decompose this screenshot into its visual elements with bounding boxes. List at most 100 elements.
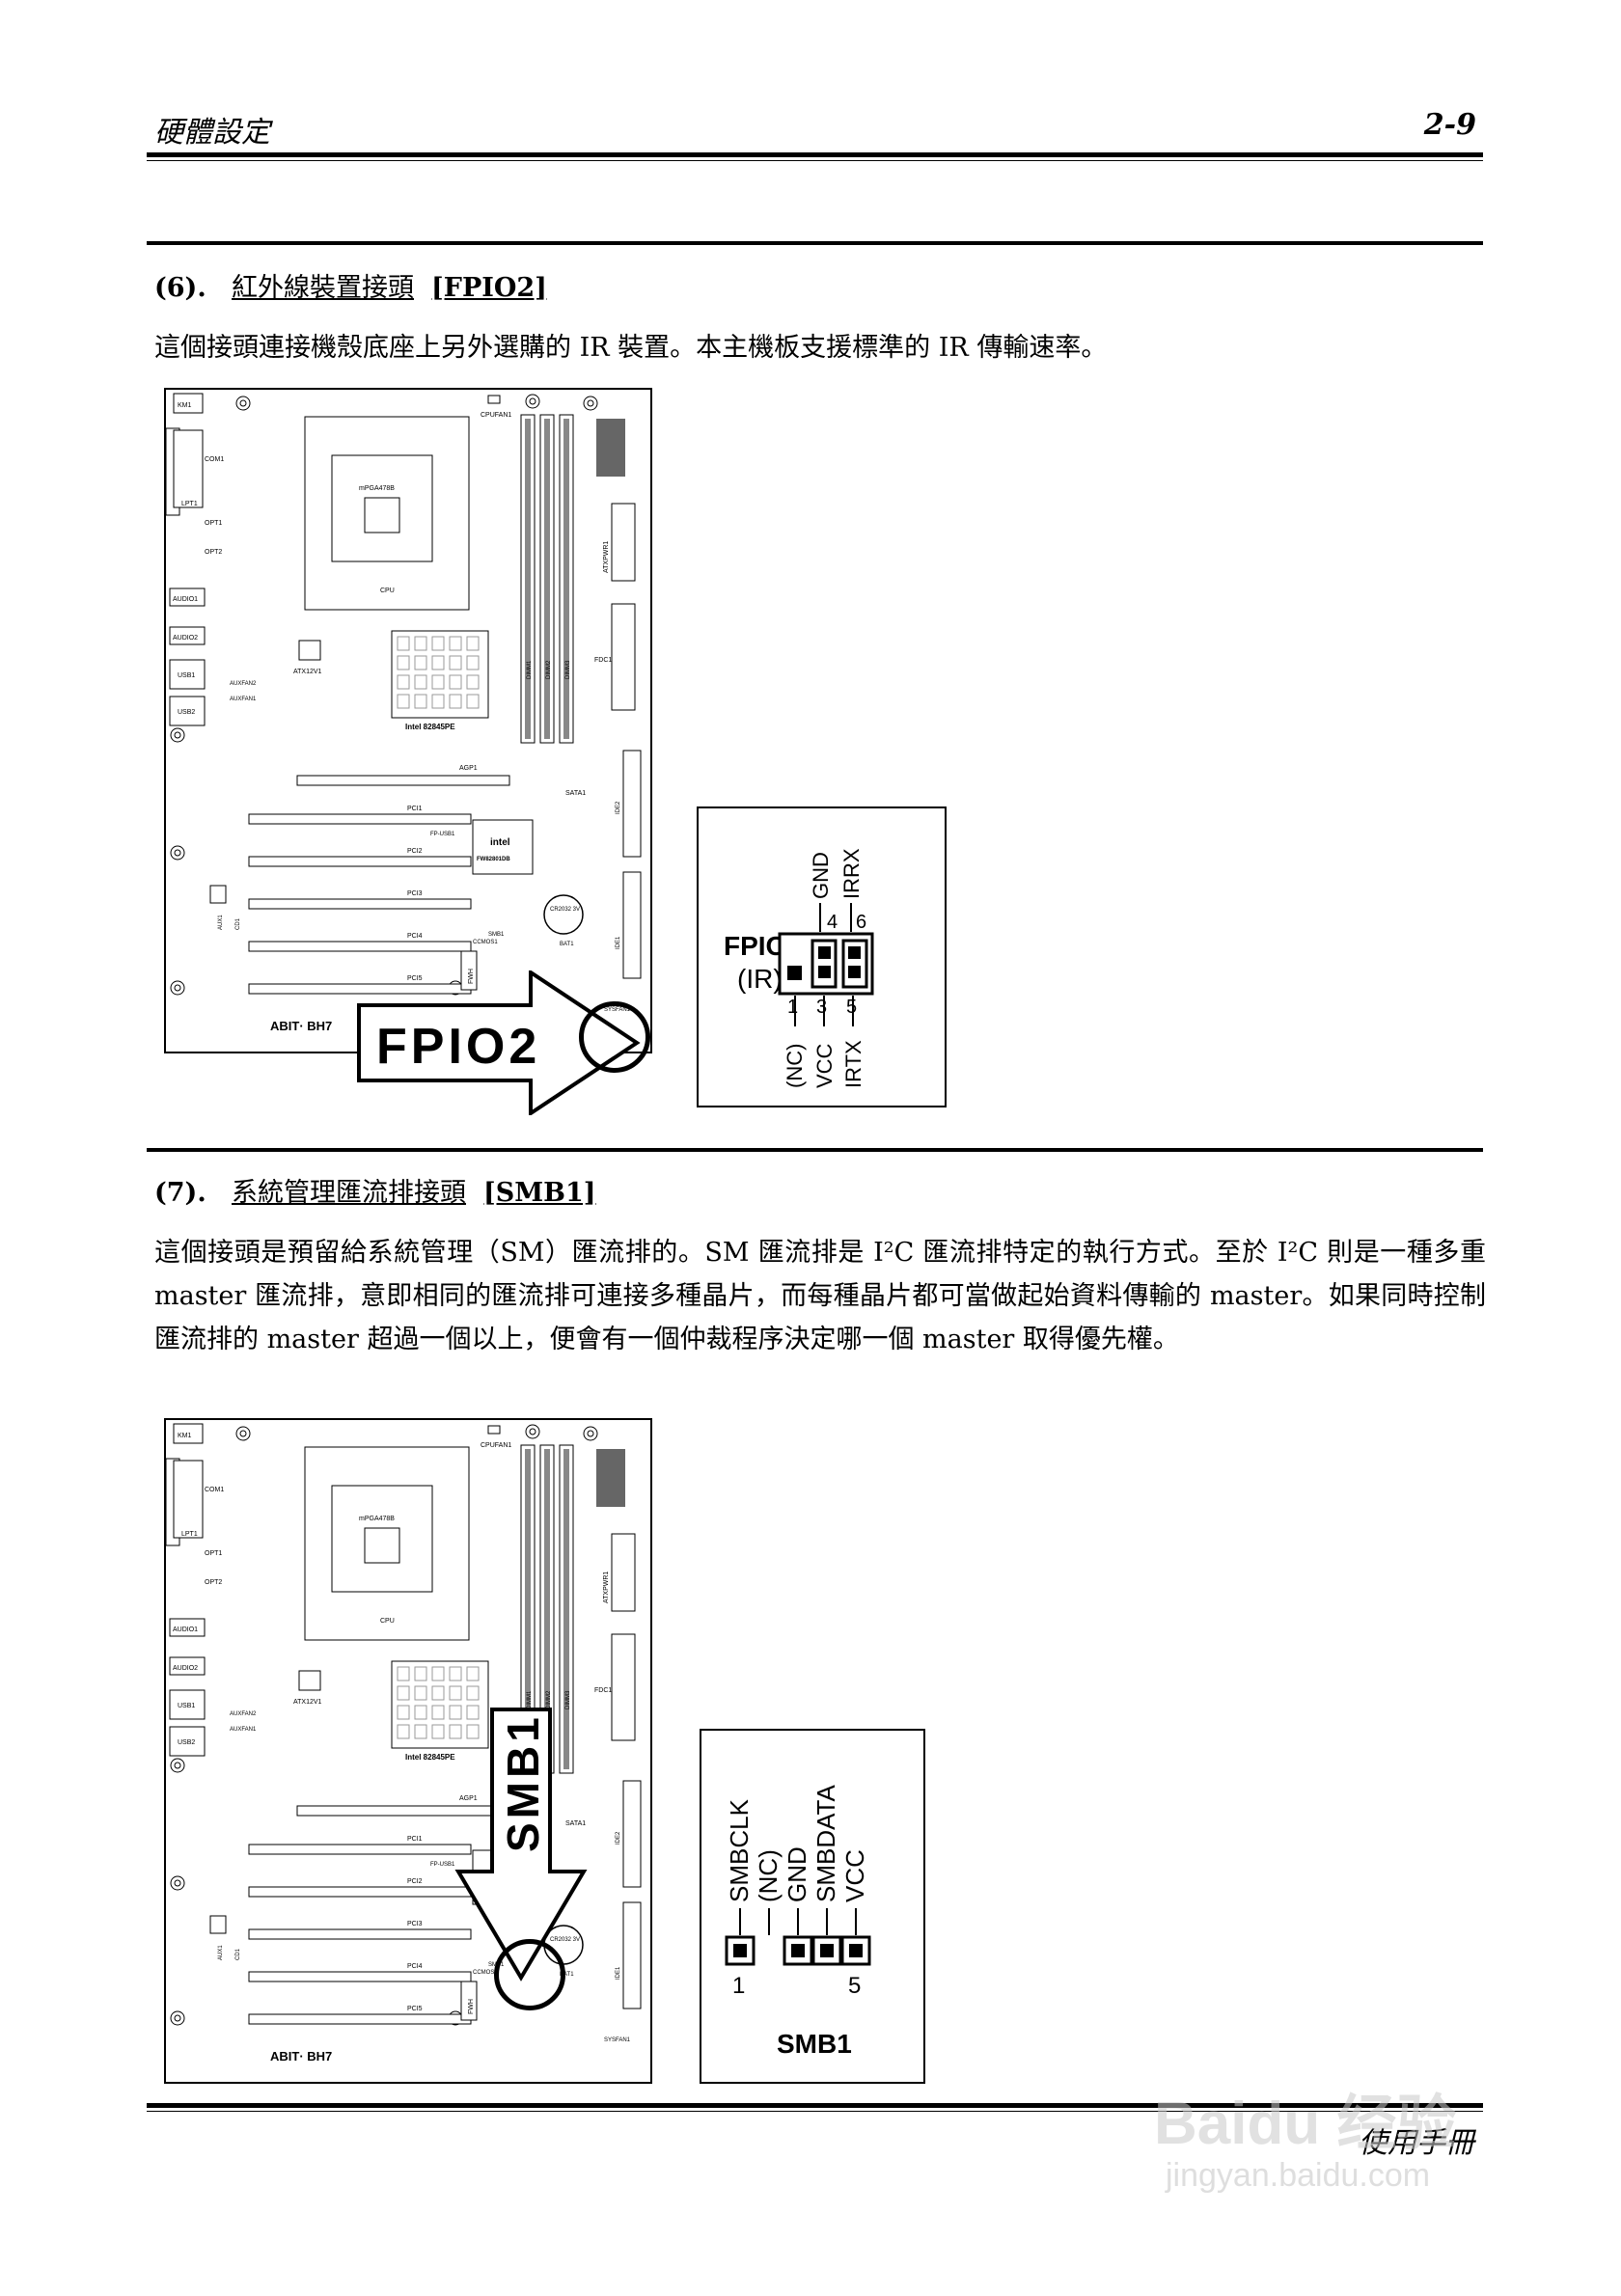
board-label: OPT1: [205, 520, 222, 527]
arrow-label: FPIO2: [376, 1019, 540, 1075]
board-label: AUXFAN2: [230, 1711, 257, 1717]
board-drawing: KM1COM1LPT1OPT1OPT2AUDIO1AUDIO2USB1USB2m…: [165, 1423, 642, 2064]
pci-slot: [248, 1971, 472, 1982]
heatsink-fin: [397, 1724, 410, 1739]
board-label: USB1: [178, 1703, 195, 1709]
board-label: AUX1: [218, 1945, 224, 1960]
section-7-paragraph: 這個接頭是預留給系統管理（SM）匯流排的。SM 匯流排是 I²C 匯流排特定的執…: [154, 1238, 1486, 1354]
pci-slot: [248, 2013, 472, 2025]
usb2-port: [169, 696, 206, 726]
section-6-title: (6).紅外線裝置接頭[FPIO2]: [154, 266, 547, 304]
pin-number-4: 4: [827, 912, 838, 933]
pci-slot: [248, 941, 472, 952]
section-rule: [147, 241, 1483, 245]
board-label: CR2032 3V: [550, 1937, 580, 1943]
board-label: SYSFAN1: [604, 2037, 631, 2043]
heatsink-fin: [466, 674, 480, 690]
board-label: AUXFAN1: [230, 697, 257, 702]
board-label: AGP1: [459, 1795, 478, 1802]
heatsink-fin: [449, 1666, 462, 1681]
header-title: 硬體設定: [154, 116, 270, 150]
board-label: PCI1: [407, 1836, 423, 1843]
mount-hole: [174, 849, 181, 857]
heatsink-fin: [397, 636, 410, 651]
board-label: Intel 82845PE: [405, 1753, 455, 1762]
heatsink-fin: [431, 1666, 445, 1681]
cpu-core: [364, 1527, 400, 1564]
mount-hole: [529, 397, 536, 405]
usb2-port: [169, 1726, 206, 1757]
heatsink-fin: [431, 694, 445, 709]
mount-hole: [239, 1430, 247, 1437]
heatsink-fin: [431, 1705, 445, 1720]
section-rule: [147, 1148, 1483, 1152]
board-label: intel: [490, 837, 510, 848]
pci-slot: [248, 1844, 472, 1855]
pin-diagram-subtitle: (IR): [737, 964, 783, 994]
board-label: CPUFAN1: [481, 412, 511, 419]
pci-slot: [248, 856, 472, 867]
fdc-connector: [611, 603, 636, 711]
board-label: ABIT· BH7: [270, 2049, 332, 2064]
southbridge: [472, 819, 534, 875]
board-label: KM1: [178, 1433, 192, 1439]
watermark-logo: Baidu 经验: [1154, 2091, 1457, 2157]
board-label: PCI2: [407, 1878, 423, 1885]
heatsink-fin: [414, 1685, 427, 1701]
board-label: OPT2: [205, 549, 222, 556]
board-label: AGP1: [459, 765, 478, 772]
heatsink-fin: [414, 694, 427, 709]
audio2-port: [169, 1656, 206, 1676]
pin-label-vcc: VCC: [812, 1043, 837, 1088]
board-label: LPT1: [181, 1531, 198, 1538]
arrow-label: SMB1: [498, 1713, 548, 1852]
arrow-shape: [454, 1708, 588, 1982]
audio1-port: [169, 1618, 206, 1637]
heatsink-fin: [397, 1666, 410, 1681]
board-label: USB1: [178, 672, 195, 679]
mount-hole: [174, 2014, 181, 2022]
board-drawing: KM1COM1LPT1OPT1OPT2AUDIO1AUDIO2USB1USB2m…: [165, 393, 642, 1033]
heatsink-fin: [449, 1705, 462, 1720]
com-lpt-ports: [173, 429, 204, 508]
board-label: PCI3: [407, 890, 423, 897]
board-label: BAT1: [560, 942, 574, 947]
board-label: CD1: [235, 1948, 241, 1960]
mount-hole: [529, 1428, 536, 1435]
board-label: ATXPWR1: [603, 1572, 610, 1603]
aux-header: [209, 1915, 227, 1934]
heatsink-fin: [431, 1685, 445, 1701]
pin-number-5: 5: [846, 997, 857, 1018]
board-label: DIMM1: [527, 660, 533, 679]
section-name: 紅外線裝置接頭: [232, 273, 414, 303]
dimm-contacts: [525, 1449, 531, 1769]
board-label: AUXFAN2: [230, 681, 257, 687]
pci-slot: [248, 898, 472, 910]
pin-number-6: 6: [856, 912, 866, 933]
km1-port: [173, 1423, 204, 1444]
heatsink-fin: [466, 1666, 480, 1681]
pin-label-nc: (NC): [783, 1044, 807, 1088]
board-label: AUDIO1: [173, 1626, 198, 1633]
board-label: CPU: [380, 1618, 395, 1625]
mount-hole: [587, 399, 594, 407]
board-label: CD1: [235, 917, 241, 930]
fpio2-arrow-callout: FPIO2: [357, 969, 646, 1117]
heatsink-fin: [449, 674, 462, 690]
board-label: IDE1: [616, 1966, 621, 1980]
board-label: COM1: [205, 456, 224, 463]
board-label: LPT1: [181, 501, 198, 507]
ide1-connector: [622, 1901, 642, 2009]
pci-slot: [248, 813, 472, 825]
board-label: FDC1: [594, 657, 612, 664]
heatsink-fin: [449, 1685, 462, 1701]
board-label: AUDIO2: [173, 1665, 198, 1672]
pin-label-smbclk: SMBCLK: [725, 1798, 754, 1902]
board-label: DIMM2: [546, 660, 552, 679]
fdc-connector: [611, 1633, 636, 1741]
heatsink-fin: [414, 674, 427, 690]
heatsink-fin: [466, 694, 480, 709]
heatsink-fin: [449, 694, 462, 709]
board-label: ABIT· BH7: [270, 1019, 332, 1033]
footer-rule-thin: [147, 2111, 1483, 2112]
